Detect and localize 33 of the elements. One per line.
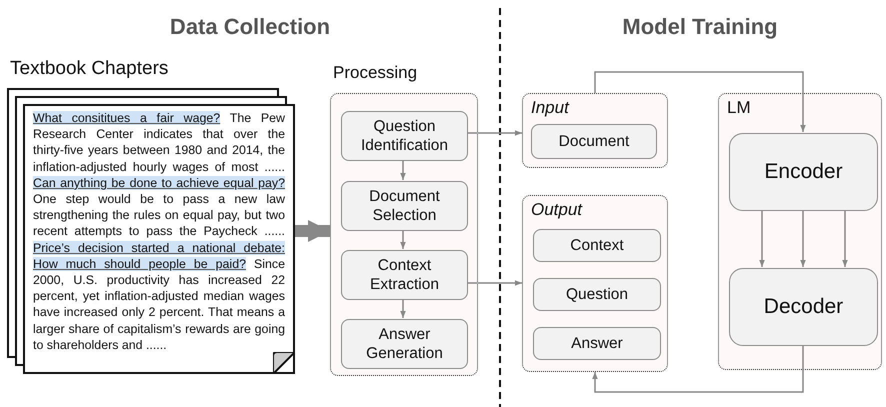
section-heading: Model Training [622,14,778,40]
group-title: LM [727,98,751,118]
process-box: Context [533,229,661,262]
section-heading: Data Collection [170,14,330,40]
group-title: Processing [333,63,418,83]
group-title: Output [531,200,582,220]
process-box: Question Identification [341,111,468,161]
block-arrow [295,220,330,242]
arrow [842,210,848,267]
document-text: What consititues a fair wage? The Pew Research Center indicates that over the thirty-five years between 1980 and 2014, the inflation-adjusted hourly wages of most ...... Can anything be done to achieve equal pay? One step would be to pass a new law strengthening the rules on equal pay, but two recent attempts to pass the Paycheck ...... Price’s decision started a national debate: How much should people be paid? Since 2000, U.S. productivity has increased 22 percent, yet inflation-adjusted median wages have increased only 2 percent. That means a larger share of capitalism’s rewards are going to shareholders and ...... [33,110,285,354]
process-box: Document [531,124,657,159]
arrow [467,130,522,136]
arrow [400,230,406,249]
arrow [467,280,522,286]
textbook-pages [7,58,295,374]
group-title: Input [531,98,569,118]
process-box: Answer Generation [341,319,468,369]
arrow [594,71,806,132]
arrow [759,210,765,267]
section-title: Textbook Chapters [10,58,168,80]
process-box: Context Extraction [341,250,468,300]
arrow [400,299,406,318]
process-box: Decoder [729,268,878,346]
process-box: Question [533,278,661,311]
arrow [592,345,804,393]
process-box: Document Selection [341,181,468,231]
arrow [400,160,406,180]
group-panel [522,195,668,372]
group-panel [718,93,882,370]
process-box: Answer [533,327,661,360]
group-panel [522,93,668,168]
process-box: Encoder [729,133,878,211]
arrow [800,210,806,267]
